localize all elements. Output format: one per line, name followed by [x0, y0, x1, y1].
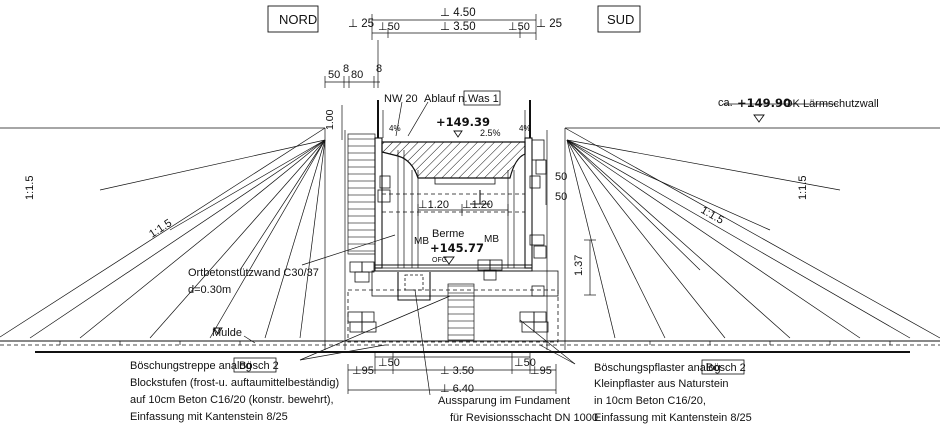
dim-25-left: ⊥ 25 — [348, 18, 374, 30]
dim-top-450: ⊥ 4.50 — [440, 7, 476, 19]
aussparung-2: für Revisionsschacht DN 1000 — [450, 412, 598, 424]
stair-text-2: Blockstufen (frost-u. auftaumittelbestän… — [130, 377, 339, 389]
slope-25: 2.5% — [480, 128, 501, 138]
berme-label: Berme — [432, 228, 464, 240]
sud-label: SUD — [607, 12, 634, 27]
slope-4-left: 4% — [389, 124, 401, 133]
stair-text-4: Einfassung mit Kantenstein 8/25 — [130, 411, 288, 423]
ablauf-box — [463, 90, 501, 106]
dim-bot-640: ⊥ 6.40 — [440, 383, 474, 395]
stair-left — [347, 133, 376, 255]
dim-50-right: 50 — [555, 171, 567, 183]
slope-left-inner: 1:1.5 — [147, 217, 174, 240]
elev-14939: +149.39 — [436, 115, 490, 129]
dim-top-350: ⊥ 3.50 — [440, 21, 476, 33]
slope-fan-left — [29, 139, 326, 339]
wall-label-1: Ortbetonstützwand C30/37 — [188, 267, 319, 279]
dim-8-a: 8 — [343, 63, 349, 75]
ca-label: ca. — [718, 97, 733, 109]
slope-right-outer: 1:1.5 — [797, 176, 809, 200]
mulde-label: Mulde — [212, 327, 242, 339]
mb-left: MB — [414, 236, 429, 247]
nw20-label: NW 20 — [384, 93, 418, 105]
ablauf-label: Ablauf n. — [424, 93, 467, 105]
terrain — [0, 127, 940, 353]
inner-dimensions — [341, 105, 596, 296]
ofg-label: OFG — [432, 257, 447, 264]
slope-4-right: 4% — [519, 124, 531, 133]
masonry — [347, 139, 549, 333]
dim-137: 1.37 — [573, 255, 585, 276]
dim-50-a: 50 — [328, 69, 340, 81]
dim-8-b: 8 — [376, 63, 382, 75]
pflaster-text-4: Einfassung mit Kantenstein 8/25 — [594, 412, 752, 424]
nord-label: NORD — [279, 12, 317, 27]
slope-left-outer: 1:1.5 — [24, 176, 36, 200]
pflaster-box — [701, 359, 745, 375]
stair-text-3: auf 10cm Beton C16/20 (konstr. bewehrt), — [130, 394, 334, 406]
wall-label-2: d=0.30m — [188, 284, 231, 296]
stair-text-1: Böschungstreppe analog — [130, 360, 252, 372]
ok-lsw-label: OK Lärmschutzwall — [784, 98, 879, 110]
dim-50-right2: 50 — [555, 191, 567, 203]
pflaster-text-1: Böschungspflaster analog — [594, 362, 721, 374]
dim-50-left-top: ⊥50 — [378, 21, 400, 33]
dim-bot-350: ⊥ 3.50 — [440, 365, 474, 377]
stair-bottom — [447, 283, 475, 341]
dim-80: 80 — [351, 69, 363, 81]
elev-14577: +145.77 — [430, 241, 484, 255]
aussparung-1: Aussparung im Fundament — [438, 395, 570, 407]
leader-lines — [243, 101, 838, 396]
pflaster-text-2: Kleinpflaster aus Naturstein — [594, 378, 729, 390]
mb-right: MB — [484, 234, 499, 245]
elevation-markers — [213, 114, 765, 335]
stair-box — [233, 357, 277, 373]
dim-25-right: ⊥ 25 — [536, 18, 562, 30]
sud-box — [597, 5, 641, 33]
dim-bot-95-right: ⊥95 — [530, 365, 552, 377]
slope-fan-right — [566, 139, 911, 339]
dim-100: 1.00 — [324, 109, 336, 130]
nord-box — [267, 5, 319, 33]
pflaster-box-text: Bösch 2 — [706, 362, 746, 374]
dim-50-right-top: ⊥50 — [508, 21, 530, 33]
pflaster-text-3: in 10cm Beton C16/20, — [594, 395, 706, 407]
top-dimensions — [324, 14, 537, 88]
dim-bot-50-right: ⊥50 — [514, 357, 536, 369]
ablauf-box-text: Was 1 — [468, 93, 499, 105]
stair-box-text: Bösch 2 — [239, 360, 279, 372]
dim-bot-95-left: ⊥95 — [352, 365, 374, 377]
bottom-dimensions — [347, 352, 557, 394]
elev-14990: +149.90 — [737, 96, 791, 110]
dim-bot-50-left: ⊥50 — [378, 357, 400, 369]
dim-120-a: ⊥1.20 — [418, 199, 449, 211]
dim-120-b: ⊥1.20 — [462, 199, 493, 211]
